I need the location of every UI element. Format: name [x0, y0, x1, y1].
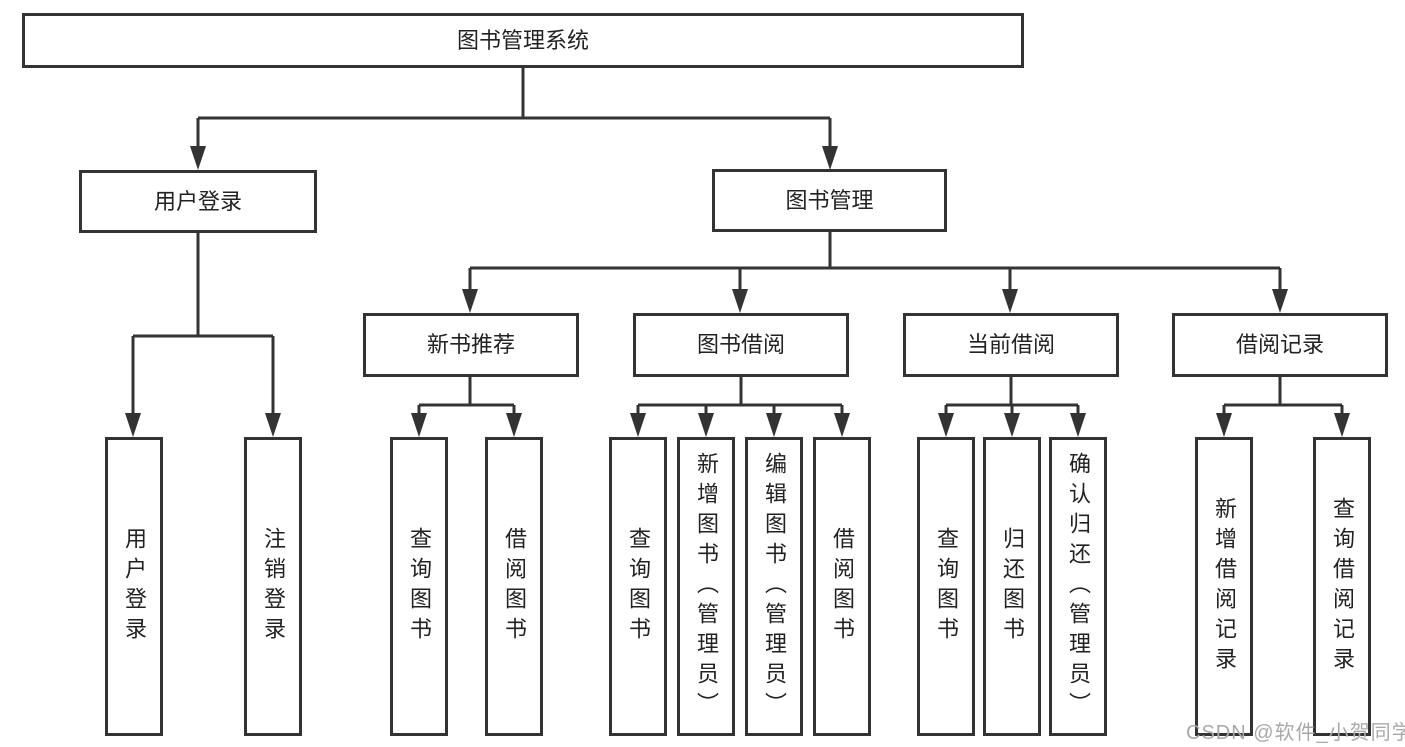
leaf-add-borrow-record-label: 新增借阅记录 [1212, 496, 1237, 677]
node-book-management-label: 图书管理 [785, 187, 874, 213]
leaf-query-borrow-record-label: 查询借阅记录 [1330, 496, 1355, 677]
node-current-borrow: 当前借阅 [903, 313, 1119, 377]
leaf-edit-books-admin: 编辑图书（管理员） [745, 437, 803, 736]
leaf-query-books-current: 查询图书 [917, 437, 975, 736]
leaf-query-books-borrow: 查询图书 [609, 437, 667, 736]
csdn-watermark: CSDN @软件_小贺同学 [1186, 722, 1405, 744]
node-root-label: 图书管理系统 [456, 27, 589, 53]
node-root: 图书管理系统 [22, 13, 1024, 68]
leaf-query-books-current-label: 查询图书 [934, 526, 959, 647]
node-book-management: 图书管理 [712, 169, 947, 232]
node-borrow-records: 借阅记录 [1172, 313, 1388, 377]
node-book-borrow-label: 图书借阅 [696, 332, 785, 357]
leaf-user-login: 用户登录 [105, 437, 163, 736]
leaf-borrow-books-label: 借阅图书 [830, 526, 855, 647]
leaf-confirm-return-admin: 确认归还（管理员） [1049, 437, 1107, 736]
leaf-user-login-label: 用户登录 [122, 526, 147, 647]
node-user-login-label: 用户登录 [153, 188, 242, 214]
leaf-query-books-recommend-label: 查询图书 [407, 526, 432, 647]
leaf-borrow-books-recommend-label: 借阅图书 [502, 526, 527, 647]
node-borrow-records-label: 借阅记录 [1235, 332, 1324, 357]
leaf-return-books: 归还图书 [983, 437, 1041, 736]
leaf-borrow-books: 借阅图书 [813, 437, 871, 736]
leaf-confirm-return-admin-label: 确认归还（管理员） [1066, 451, 1091, 722]
leaf-logout: 注销登录 [244, 437, 302, 736]
node-user-login: 用户登录 [79, 170, 317, 233]
leaf-logout-label: 注销登录 [261, 526, 286, 647]
node-book-borrow: 图书借阅 [633, 313, 849, 377]
leaf-borrow-books-recommend: 借阅图书 [485, 437, 543, 736]
leaf-query-borrow-record: 查询借阅记录 [1313, 437, 1371, 736]
leaf-edit-books-admin-label: 编辑图书（管理员） [762, 451, 787, 722]
node-new-book-recommend: 新书推荐 [363, 313, 579, 377]
leaf-add-borrow-record: 新增借阅记录 [1195, 437, 1253, 736]
leaf-add-books-admin-label: 新增图书（管理员） [694, 451, 719, 722]
leaf-add-books-admin: 新增图书（管理员） [677, 437, 735, 736]
leaf-query-books-borrow-label: 查询图书 [626, 526, 651, 647]
leaf-return-books-label: 归还图书 [1000, 526, 1025, 647]
node-current-borrow-label: 当前借阅 [966, 332, 1055, 357]
leaf-query-books-recommend: 查询图书 [390, 437, 448, 736]
node-new-book-recommend-label: 新书推荐 [426, 332, 515, 357]
